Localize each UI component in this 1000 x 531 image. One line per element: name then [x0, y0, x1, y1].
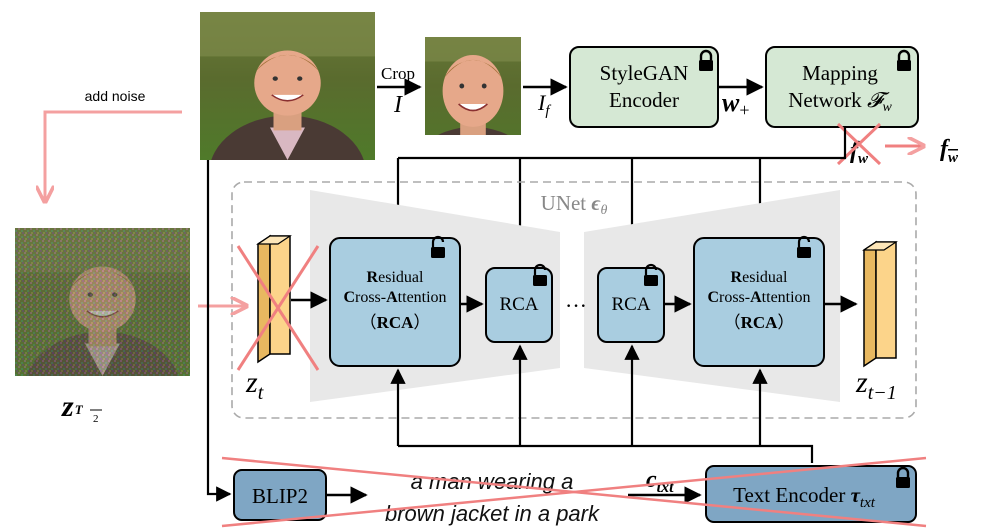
rca-block-small-1: RCA [485, 263, 553, 343]
svg-text:Residual: Residual [367, 269, 424, 286]
add-noise-arrow [45, 110, 182, 200]
latent-z-t [236, 234, 320, 371]
svg-text:Cross-Attention: Cross-Attention [343, 289, 446, 306]
image-to-blip-line [206, 160, 232, 502]
latent-z-t-minus-1 [862, 240, 898, 368]
w-plus-symbol: w+ [722, 88, 750, 120]
mapping-network-box: Mapping Network 𝓕w [765, 46, 919, 128]
rca-block-right: Residual Cross-Attention （RCA） [693, 235, 825, 367]
svg-text:RCA: RCA [611, 294, 650, 315]
text-encoder-box: Text Encoder τtxt [705, 465, 917, 523]
blip2-box: BLIP2 [233, 469, 327, 521]
svg-text:2: 2 [93, 413, 99, 425]
rca-block-left: Residual Cross-Attention （RCA） [329, 235, 461, 367]
svg-text:StyleGAN: StyleGAN [600, 61, 689, 85]
svg-text:BLIP2: BLIP2 [252, 484, 308, 508]
text-cond-line [398, 444, 814, 463]
stylegan-encoder-box: StyleGAN Encoder [569, 46, 719, 128]
svg-text:Encoder: Encoder [609, 88, 679, 112]
z-t-half-label: zT [61, 390, 84, 423]
unet-label: UNet ϵθ [541, 191, 608, 218]
svg-text:Residual: Residual [731, 269, 788, 286]
bottom-cross-line-2 [221, 456, 927, 528]
svg-text:Text Encoder τtxt: Text Encoder τtxt [733, 483, 876, 511]
mapping-feedback-line [398, 127, 847, 160]
svg-text:Network 𝓕w: Network 𝓕w [788, 88, 892, 115]
z-t-minus-1-label: zt−1 [855, 366, 897, 404]
svg-text:（RCA）: （RCA） [360, 313, 431, 332]
rca-block-small-2: RCA [597, 263, 665, 343]
f-w-bar-symbol: fw [940, 136, 959, 166]
svg-text:Mapping: Mapping [802, 61, 878, 85]
add-noise-label: add noise [85, 88, 146, 104]
svg-text:RCA: RCA [499, 294, 538, 315]
noisy-photo [15, 228, 190, 376]
input-image-symbol: I [393, 92, 403, 118]
z-t-label: zt [245, 366, 264, 404]
svg-text:（RCA）: （RCA） [724, 313, 795, 332]
cropped-face-symbol: If [537, 90, 551, 119]
crop-label: Crop [381, 64, 415, 83]
ellipsis: ··· [565, 293, 587, 318]
svg-text:Cross-Attention: Cross-Attention [707, 289, 810, 306]
caption-line-2: brown jacket in a park [385, 501, 600, 526]
